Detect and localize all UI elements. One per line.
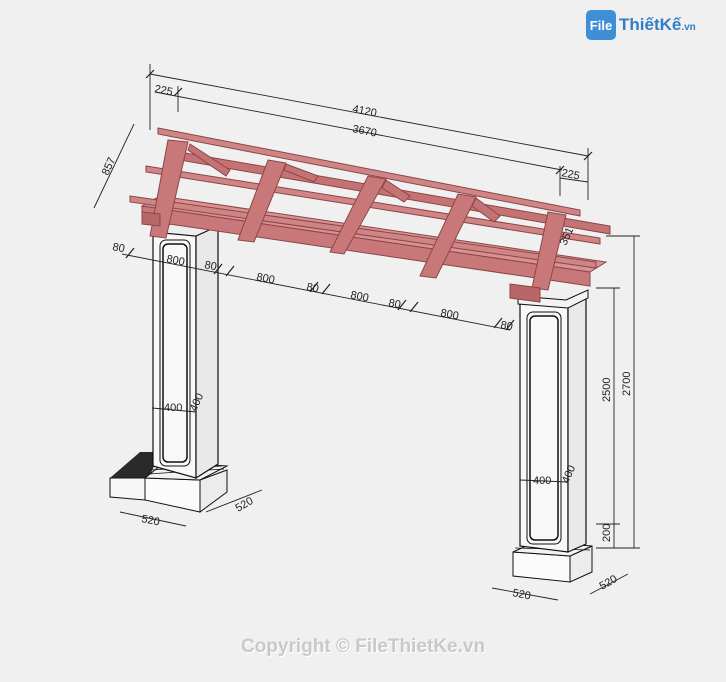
dim-left-base-depth [205, 489, 263, 513]
rafter-2 [237, 159, 287, 243]
left-column-panel-outer [159, 239, 191, 467]
right-column-panel-inner [529, 315, 559, 541]
label-rafter-spacing-3: 800 [349, 289, 369, 304]
tick-3 [173, 87, 183, 97]
label-rafter-width-2: 80 [203, 259, 217, 273]
dim-left-col-section [151, 407, 197, 413]
truss-diagonal-2 [283, 163, 319, 183]
right-column-panel-outer [526, 311, 562, 545]
beam-end-block-right [509, 283, 541, 303]
tick-11 [409, 301, 419, 313]
dim-overhang-right-line [559, 177, 589, 183]
dim-depth-line [93, 123, 135, 209]
dim-right-base-depth [589, 573, 629, 595]
tick-6 [213, 263, 223, 275]
label-rafter-spacing-1: 800 [165, 253, 185, 268]
right-column-side [567, 294, 587, 553]
label-left-base-width: 520 [140, 513, 160, 528]
tick-7 [225, 265, 235, 277]
label-rafter-width-4: 80 [387, 297, 401, 311]
dim-rafter-line [121, 253, 511, 331]
label-roof-depth: 857 [100, 156, 118, 178]
dim-right-base-width [491, 587, 559, 601]
label-right-base-width: 520 [511, 587, 531, 602]
rafter-3 [329, 175, 387, 255]
timber-roof [129, 127, 611, 303]
tick-5 [125, 247, 135, 259]
left-base-block-right [199, 469, 228, 513]
logo-mark-icon: File [586, 10, 616, 40]
beam-end-block-left [141, 211, 161, 227]
left-column [109, 221, 229, 513]
tick-12 [493, 317, 503, 329]
truss-diagonal-1 [187, 143, 231, 177]
dim-right-col-section [519, 479, 569, 483]
label-total-height: 2700 [621, 372, 633, 396]
label-rafter-width-5: 80 [499, 319, 513, 333]
logo-text: ThiếtKế.vn [619, 15, 696, 35]
dim-left-base-width [119, 511, 187, 527]
label-rafter-spacing-2: 800 [255, 271, 275, 286]
label-rafter-spacing-4: 800 [439, 307, 459, 322]
tick-2 [583, 151, 593, 161]
tick-9 [321, 283, 331, 295]
rafter-4 [419, 193, 477, 279]
dim-inner-line [154, 91, 563, 171]
label-left-base-depth: 520 [234, 495, 256, 515]
dim-overall-line [149, 73, 589, 157]
tick-10 [397, 299, 407, 311]
truss-diagonal-3 [381, 179, 411, 203]
label-inner-width: 3670 [351, 123, 377, 139]
left-base-block-front [144, 477, 201, 513]
logo-name: ThiếtKế [619, 15, 682, 34]
label-overhang-right: 225 [560, 167, 580, 182]
copyright-watermark: Copyright © FileThietKe.vn [240, 636, 486, 657]
label-overall-width: 4120 [351, 103, 377, 119]
tick-4 [555, 165, 565, 175]
tick-13 [505, 319, 515, 331]
label-right-base-depth: 520 [598, 573, 620, 593]
left-base-shadow [110, 452, 160, 480]
label-column-height: 2500 [601, 378, 613, 402]
right-column [512, 289, 593, 583]
right-base-front [512, 551, 571, 583]
dimension-lines [93, 64, 640, 601]
label-rafter-width-3: 80 [305, 281, 319, 295]
right-column-cap [517, 289, 589, 309]
logo-domain: .vn [681, 22, 696, 33]
label-left-col-section-a: 400 [164, 402, 182, 414]
tick-1 [145, 69, 155, 79]
truss-diagonal-4 [471, 197, 501, 223]
dimension-ticks [125, 69, 593, 331]
label-plinth-height: 200 [601, 524, 613, 542]
label-rafter-width-1: 80 [111, 241, 125, 255]
rafter-5 [531, 211, 567, 291]
brand-logo: File ThiếtKế.vn [586, 10, 696, 40]
purlin-1 [157, 127, 581, 217]
label-overhang-left: 225 [153, 83, 173, 98]
tick-8 [309, 281, 319, 293]
left-base-block-side [109, 477, 146, 501]
label-right-col-section-a: 400 [533, 475, 551, 487]
left-column-panel-inner [162, 243, 188, 463]
